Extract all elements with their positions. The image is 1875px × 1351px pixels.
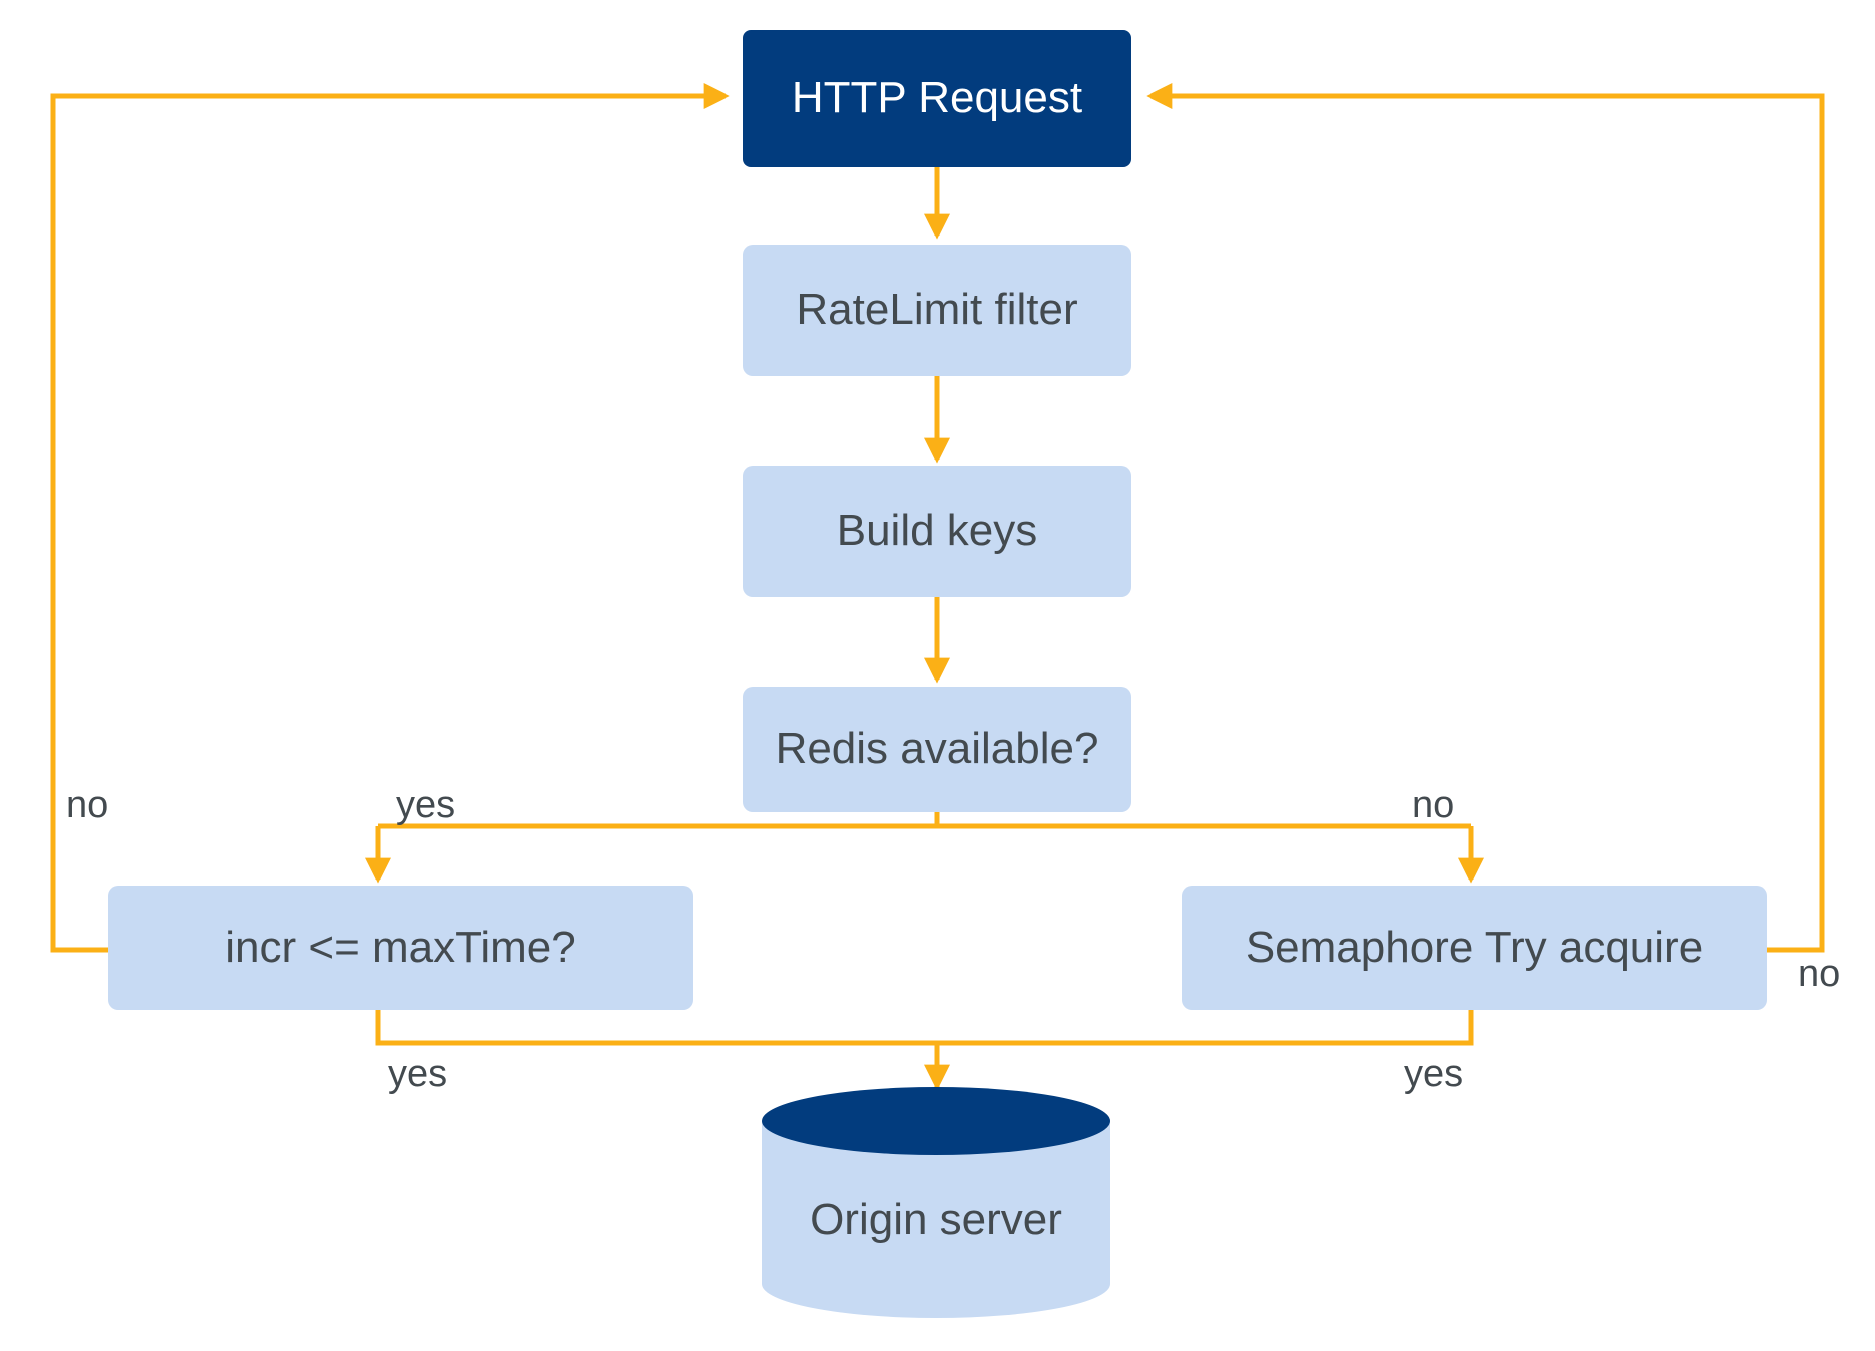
node-incr-maxtime[interactable]: incr <= maxTime?	[108, 886, 693, 1010]
node-incr-maxtime-label: incr <= maxTime?	[225, 922, 576, 972]
edge-incr-yes-to-origin	[375, 1010, 937, 1046]
edge-label-left-no: no	[66, 784, 109, 826]
edge-label-far-right-no: no	[1798, 953, 1841, 995]
edge-incr-no-to-http	[50, 83, 730, 953]
edge-label-left-yes: yes	[396, 784, 456, 826]
node-redis-available-label: Redis available?	[775, 724, 1099, 774]
edge-label-right-no: no	[1412, 784, 1455, 826]
node-build-keys-label: Build keys	[836, 506, 1038, 556]
cylinder-shape	[762, 1087, 1110, 1318]
node-ratelimit-filter-label: RateLimit filter	[796, 285, 1078, 335]
edge-label-bottom-left-yes: yes	[388, 1053, 448, 1095]
node-ratelimit-filter[interactable]: RateLimit filter	[743, 245, 1131, 376]
node-http-request-label: HTTP Request	[791, 73, 1083, 123]
node-semaphore-try-acquire[interactable]: Semaphore Try acquire	[1182, 886, 1767, 1010]
edge-label-bottom-right-yes: yes	[1404, 1053, 1464, 1095]
node-http-request[interactable]: HTTP Request	[743, 30, 1131, 167]
node-origin-server-label: Origin server	[810, 1195, 1062, 1244]
edge-semaphore-yes-to-origin	[937, 1010, 1474, 1046]
node-semaphore-try-acquire-label: Semaphore Try acquire	[1245, 922, 1704, 972]
edge-semaphore-no-to-http	[1146, 83, 1825, 953]
node-redis-available[interactable]: Redis available?	[743, 687, 1131, 812]
node-origin-server[interactable]: Origin server	[760, 1085, 1112, 1320]
node-build-keys[interactable]: Build keys	[743, 466, 1131, 597]
